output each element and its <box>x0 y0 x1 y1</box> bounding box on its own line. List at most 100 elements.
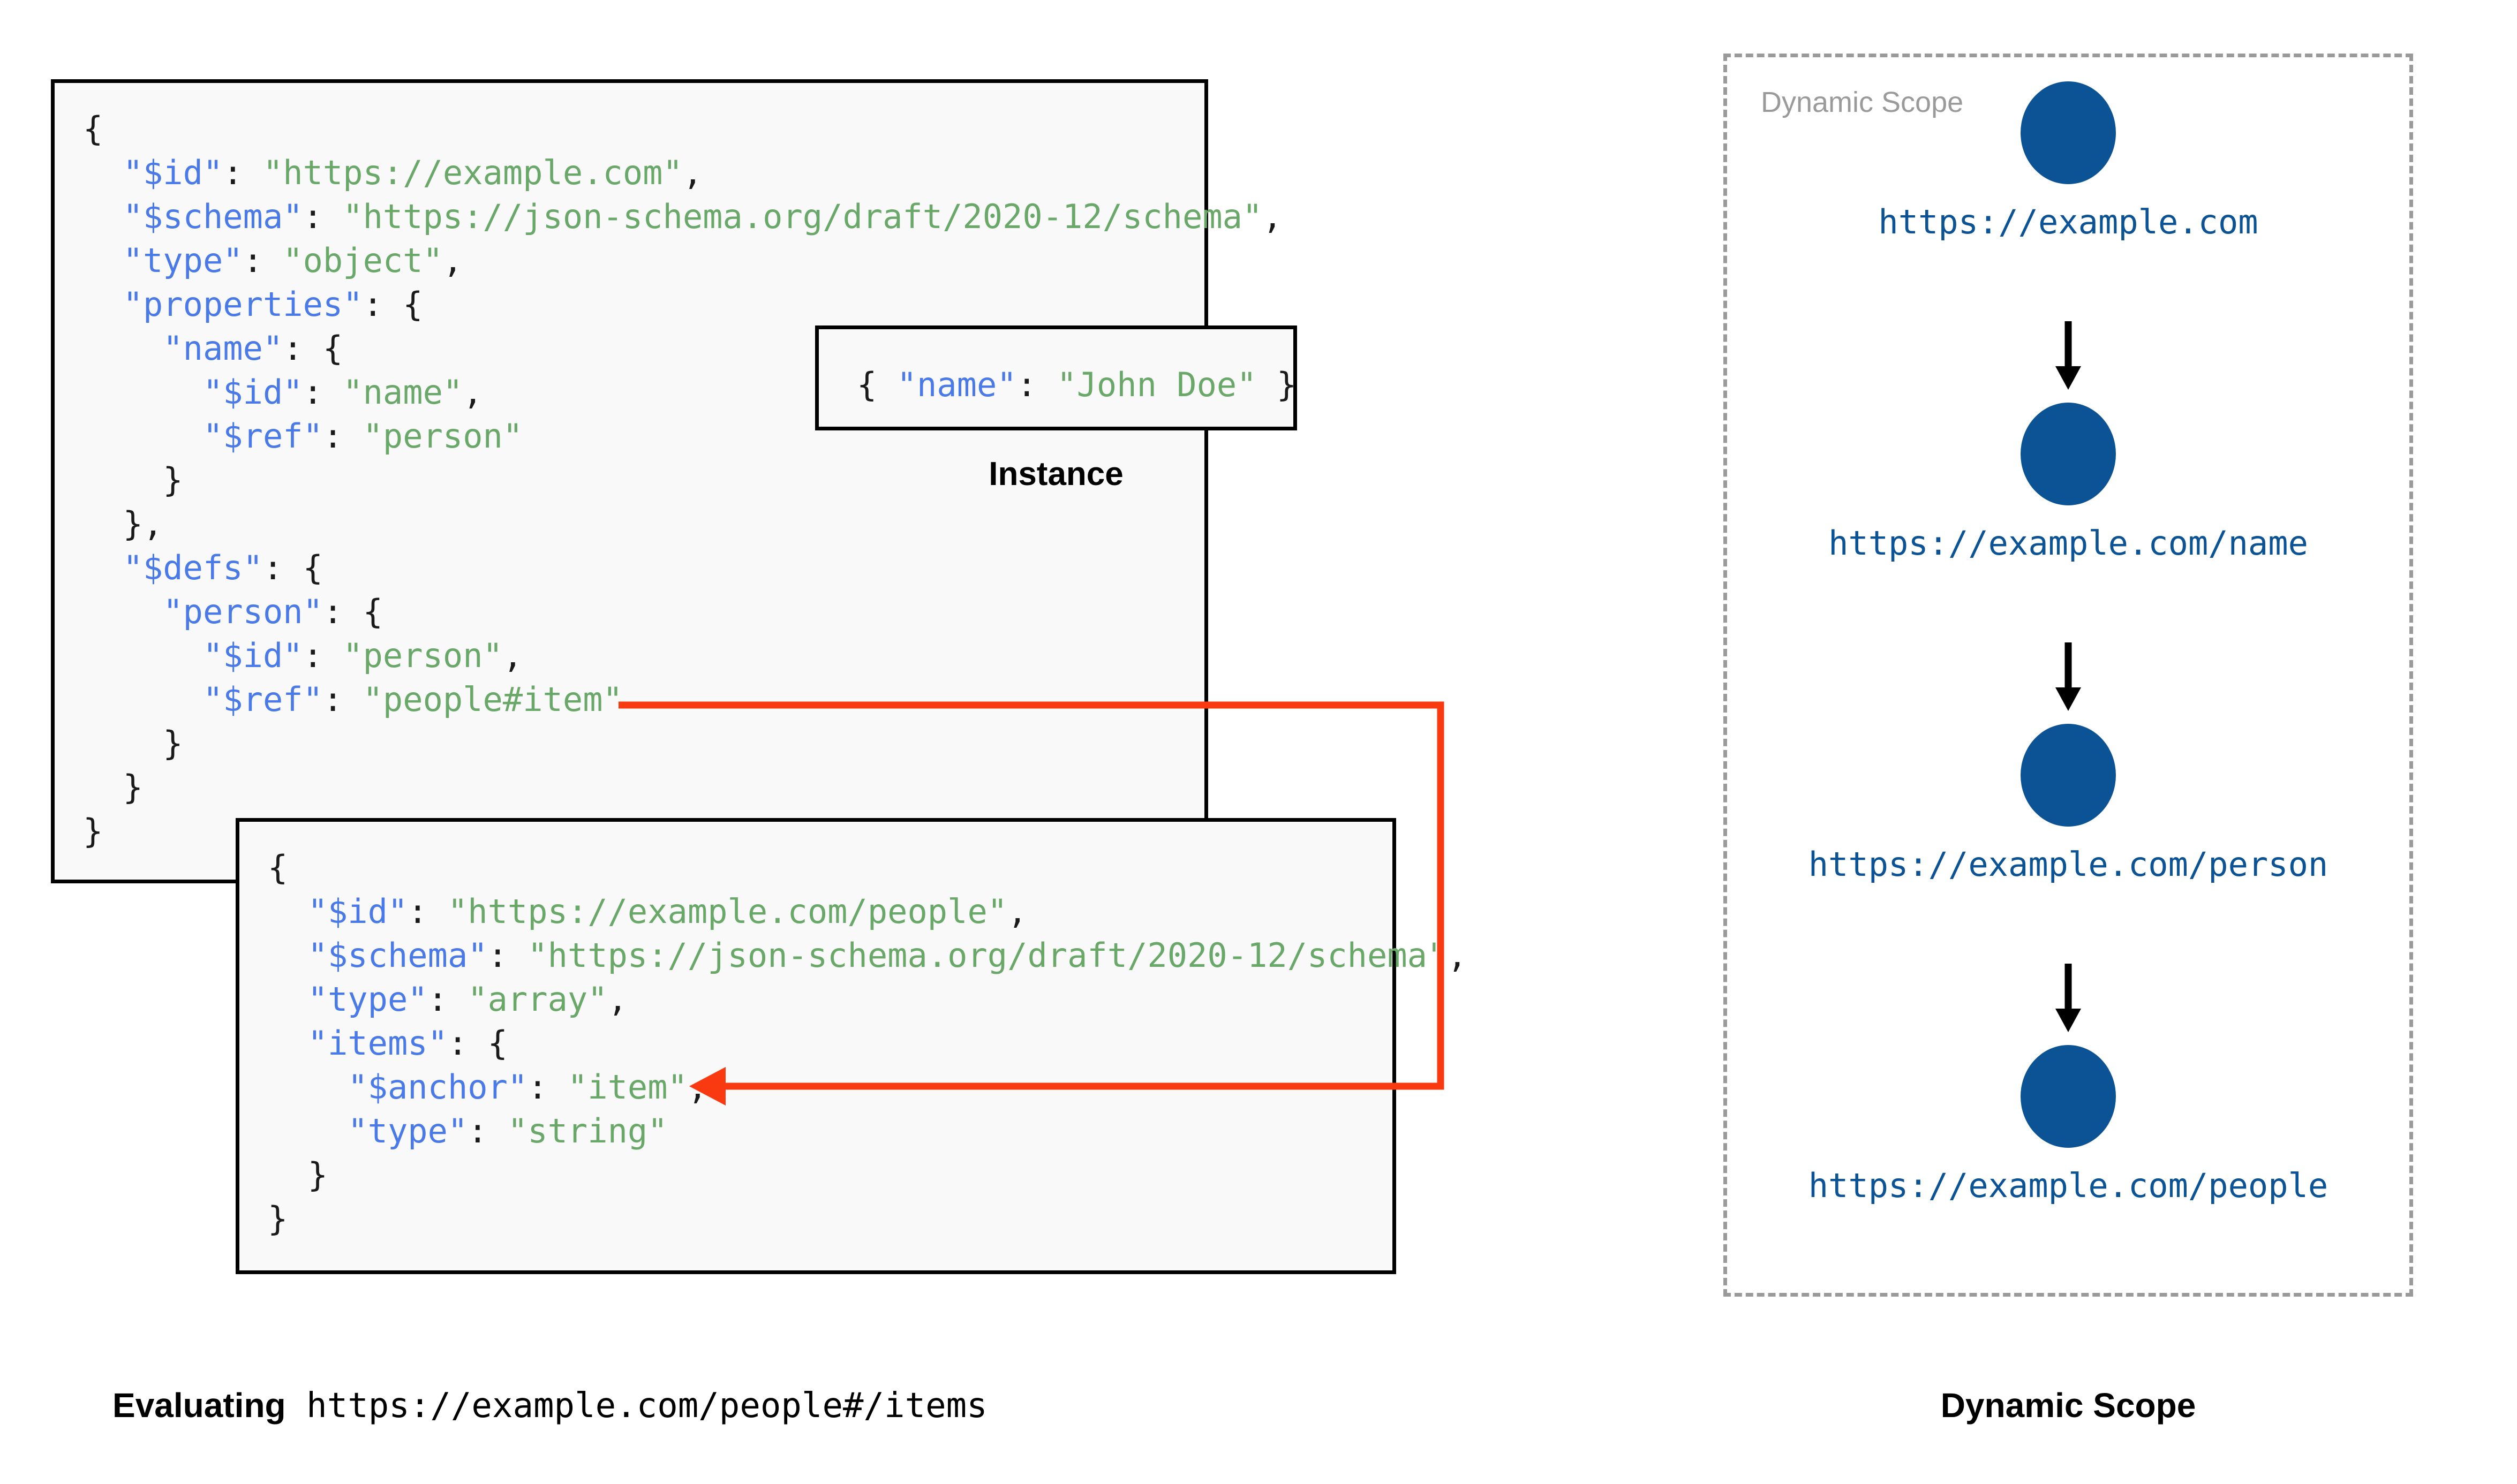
instance-box <box>815 325 1297 430</box>
code-token <box>83 153 123 192</box>
code-token: "item" <box>567 1067 688 1107</box>
code-token: , <box>1007 892 1028 931</box>
down-arrow-icon <box>2055 964 2081 1032</box>
code-token: "type" <box>307 980 428 1019</box>
code-token: : { <box>322 592 383 631</box>
code-token: : <box>322 680 363 719</box>
code-token: "$defs" <box>123 548 263 587</box>
code-line: } <box>83 809 1283 853</box>
code-line: } <box>83 766 1283 809</box>
code-token: "https://json-schema.org/draft/2020-12/s… <box>527 936 1448 975</box>
scope-node-circle <box>2021 81 2116 184</box>
code-token: , <box>502 636 523 675</box>
code-token <box>83 680 203 719</box>
scope-node-url: https://example.com/people <box>1808 1166 2328 1205</box>
code-token: : <box>1016 365 1057 404</box>
code-token: } <box>268 1155 328 1194</box>
code-token: "https://example.com" <box>262 153 683 192</box>
code-line: } <box>268 1197 1467 1241</box>
code-token: "https://json-schema.org/draft/2020-12/s… <box>343 197 1263 236</box>
code-token: "$id" <box>202 636 303 675</box>
code-token <box>83 417 203 456</box>
code-token: "https://example.com/people" <box>447 892 1008 931</box>
code-token <box>83 241 123 280</box>
code-line: "$schema": "https://json-schema.org/draf… <box>268 934 1467 978</box>
code-line: "$schema": "https://json-schema.org/draf… <box>83 195 1283 239</box>
code-line: "$ref": "people#item" <box>83 678 1283 722</box>
code-line: "items": { <box>268 1021 1467 1065</box>
scope-node-2: https://example.com/person <box>1723 724 2413 884</box>
code-token <box>83 197 123 236</box>
code-line: }, <box>83 502 1283 546</box>
code-token: : <box>427 980 468 1019</box>
code-token: "type" <box>348 1111 468 1150</box>
code-token: : <box>468 1111 508 1150</box>
code-line: } <box>268 1153 1467 1197</box>
code-token <box>268 892 308 931</box>
code-token: : { <box>363 285 423 324</box>
left-caption-bold: Evaluating <box>112 1386 286 1425</box>
scope-node-url: https://example.com/name <box>1828 524 2308 563</box>
code-token: "$ref" <box>202 417 323 456</box>
code-token: "name" <box>163 329 283 368</box>
code-token: "person" <box>163 592 323 631</box>
code-token: "$id" <box>123 153 223 192</box>
code-line: "type": "array", <box>268 978 1467 1021</box>
code-line: "$anchor": "item", <box>268 1065 1467 1109</box>
code-line: { "name": "John Doe" } <box>857 363 1297 407</box>
scope-arrow-2 <box>1723 964 2413 1035</box>
code-token: "array" <box>468 980 608 1019</box>
scope-node-circle <box>2021 403 2116 505</box>
code-token: { <box>83 109 103 148</box>
code-line: "person": { <box>83 590 1283 634</box>
code-line: } <box>83 722 1283 766</box>
code-token: : <box>223 153 263 192</box>
code-token <box>268 980 308 1019</box>
code-line: { <box>268 846 1467 890</box>
code-token: , <box>463 373 483 412</box>
code-token: "name" <box>343 373 463 412</box>
scope-node-url: https://example.com <box>1878 202 2258 241</box>
code-token <box>268 1067 348 1107</box>
code-token: "$anchor" <box>348 1067 528 1107</box>
code-token: : <box>408 892 448 931</box>
code-token: , <box>1262 197 1283 236</box>
code-line: "$id": "name", <box>83 370 1283 414</box>
code-token: : <box>303 373 343 412</box>
code-token: } <box>268 1199 288 1238</box>
code-token: , <box>682 153 703 192</box>
code-token: "$schema" <box>307 936 488 975</box>
code-line: { <box>83 107 1283 151</box>
code-token: { <box>857 365 897 404</box>
code-token: : <box>487 936 528 975</box>
code-token <box>268 936 308 975</box>
code-token: "items" <box>307 1024 448 1063</box>
left-caption: Evaluating https://example.com/people#/i… <box>112 1385 988 1426</box>
code-token: } <box>83 460 183 499</box>
code-token: "$id" <box>202 373 303 412</box>
code-token: } <box>1256 365 1297 404</box>
code-token: "name" <box>896 365 1017 404</box>
code-token: "$schema" <box>123 197 303 236</box>
people-schema-code: { "$id": "https://example.com/people", "… <box>268 846 1467 1241</box>
code-token: "John Doe" <box>1057 365 1257 404</box>
code-token: } <box>83 724 183 763</box>
scope-node-url: https://example.com/person <box>1808 845 2328 884</box>
code-line: "type": "string" <box>268 1109 1467 1153</box>
code-token: : <box>243 241 283 280</box>
code-line: "$id": "https://example.com/people", <box>268 890 1467 934</box>
scope-arrow-0 <box>1723 321 2413 392</box>
code-token: : <box>527 1067 568 1107</box>
code-token: : <box>303 636 343 675</box>
code-token: { <box>268 848 288 887</box>
down-arrow-icon <box>2055 642 2081 711</box>
instance-code: { "name": "John Doe" } <box>857 363 1297 407</box>
instance-label: Instance <box>989 456 1124 493</box>
right-caption: Dynamic Scope <box>1940 1386 2196 1425</box>
code-token: "object" <box>283 241 443 280</box>
code-token: "type" <box>123 241 243 280</box>
down-arrow-icon <box>2055 321 2081 390</box>
code-token <box>83 285 123 324</box>
code-token: "people#item" <box>363 680 623 719</box>
